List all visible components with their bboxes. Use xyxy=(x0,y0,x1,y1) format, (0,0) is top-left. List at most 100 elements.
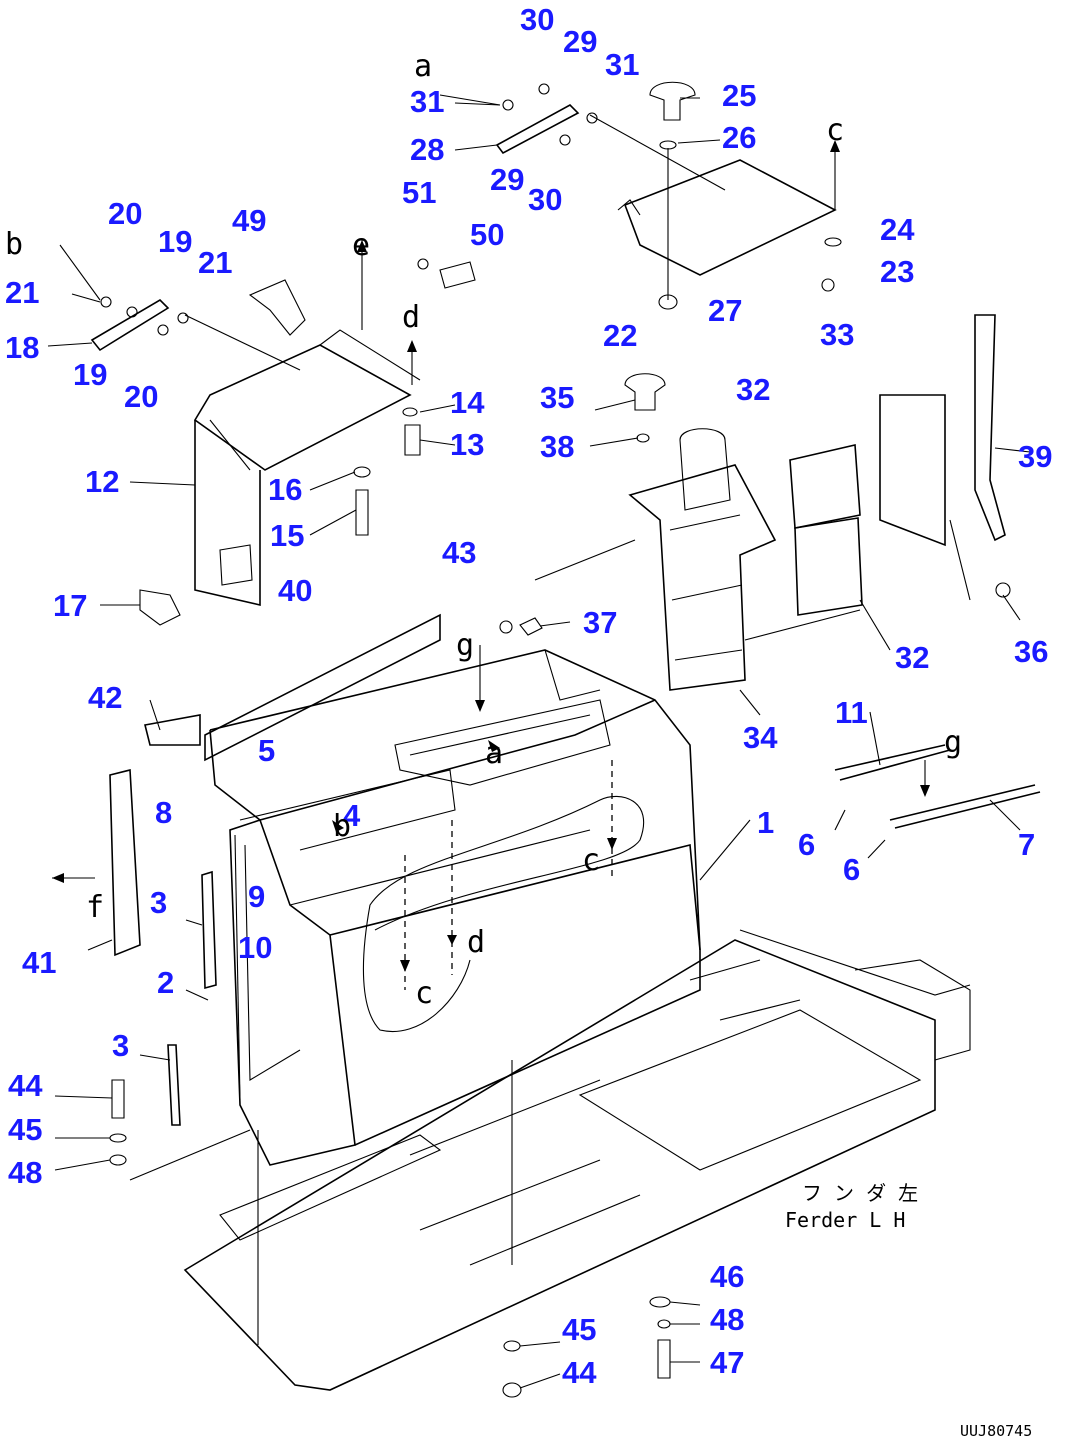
part-number: 51 xyxy=(402,175,436,210)
reference-letter: b xyxy=(333,809,351,844)
fasteners xyxy=(100,81,1011,1398)
part-number: 34 xyxy=(743,720,778,755)
part-number: 33 xyxy=(820,317,854,352)
labels: 30 29 31 25 31 26 28 29 30 51 50 20 19 2… xyxy=(5,2,1052,1440)
part-number: 3 xyxy=(112,1028,129,1063)
part-number: 29 xyxy=(563,24,597,59)
filter-32-lower xyxy=(794,517,863,616)
reference-letter: b xyxy=(5,227,23,262)
plate-11 xyxy=(834,744,951,781)
part-number: 16 xyxy=(268,472,302,507)
part-number: 48 xyxy=(8,1155,42,1190)
reference-letter: c xyxy=(415,976,433,1011)
part-number: 50 xyxy=(470,217,504,252)
part-number: 28 xyxy=(410,132,444,167)
part-number: 27 xyxy=(708,293,742,328)
line-art xyxy=(47,81,1041,1398)
part-number: 6 xyxy=(843,852,860,887)
part-number: 17 xyxy=(53,588,87,623)
reference-letter: a xyxy=(414,49,432,84)
part-number: 48 xyxy=(710,1302,744,1337)
base-frame xyxy=(183,929,971,1391)
cover-plate-22 xyxy=(623,159,837,276)
part-number: 26 xyxy=(722,120,756,155)
part-number: 6 xyxy=(798,827,815,862)
part-number: 5 xyxy=(258,733,275,768)
part-number: 29 xyxy=(490,162,524,197)
end-cap-42 xyxy=(144,714,201,746)
part-number: 46 xyxy=(710,1259,744,1294)
part-number: 44 xyxy=(562,1355,597,1390)
part-number: 22 xyxy=(603,318,637,353)
fender-note-japanese: フ ン ダ 左 xyxy=(802,1181,918,1205)
part-number: 10 xyxy=(238,930,272,965)
reference-letter: d xyxy=(402,300,420,335)
part-number: 7 xyxy=(1018,827,1035,862)
part-number: 11 xyxy=(835,695,868,730)
fender-note-english: Ferder L H xyxy=(785,1208,905,1232)
part-number: 1 xyxy=(757,805,774,840)
part-number: 19 xyxy=(73,357,107,392)
leader-lines xyxy=(47,97,1031,1389)
reference-letter: c xyxy=(826,113,844,148)
part-number: 30 xyxy=(528,182,562,217)
part-number: 44 xyxy=(8,1068,43,1103)
reference-letter: g xyxy=(456,628,474,663)
part-number: 32 xyxy=(736,372,770,407)
part-number: 3 xyxy=(150,885,167,920)
seal-39 xyxy=(974,314,1006,542)
arrowheads xyxy=(52,140,930,972)
seal-3-upper xyxy=(201,870,217,990)
reference-letter: a xyxy=(485,736,503,771)
part-number: 32 xyxy=(895,640,929,675)
part-number: 49 xyxy=(232,203,266,238)
cover-plate-hook xyxy=(617,199,641,216)
fender-housing xyxy=(209,649,701,1166)
part-number: 20 xyxy=(124,379,158,414)
part-number: 47 xyxy=(710,1345,744,1380)
part-number: 20 xyxy=(108,196,142,231)
strip-40 xyxy=(204,613,441,762)
part-number: 23 xyxy=(880,254,914,289)
part-number: 24 xyxy=(880,212,915,247)
part-number: 21 xyxy=(5,275,39,310)
filter-33 xyxy=(879,394,946,547)
part-number: 37 xyxy=(583,605,617,640)
part-number: 8 xyxy=(155,795,172,830)
part-number: 38 xyxy=(540,429,574,464)
part-number: 14 xyxy=(450,385,485,420)
part-number: 36 xyxy=(1014,634,1048,669)
part-number: 39 xyxy=(1018,439,1052,474)
part-number: 13 xyxy=(450,427,484,462)
part-number: 4 xyxy=(343,798,361,833)
drawing-code: UUJ80745 xyxy=(960,1422,1032,1440)
part-number: 12 xyxy=(85,464,119,499)
part-number: 42 xyxy=(88,680,122,715)
part-number: 31 xyxy=(605,47,639,82)
part-number: 30 xyxy=(520,2,554,37)
part-number: 21 xyxy=(198,245,232,280)
part-number: 45 xyxy=(562,1312,596,1347)
seal-3-lower xyxy=(167,1044,181,1126)
part-number: 15 xyxy=(270,518,304,553)
reference-letter: c xyxy=(582,843,600,878)
reference-letter: f xyxy=(86,890,104,925)
filter-32-upper xyxy=(789,444,861,529)
plate-7 xyxy=(889,784,1041,829)
plate-28 xyxy=(495,104,580,155)
part-number: 41 xyxy=(22,945,56,980)
part-number: 35 xyxy=(540,380,574,415)
screen-frame xyxy=(628,428,777,691)
part-number: 19 xyxy=(158,224,192,259)
reference-letter: g xyxy=(944,725,962,760)
part-number: 9 xyxy=(248,879,265,914)
cover-panel xyxy=(193,279,421,607)
reference-letter: d xyxy=(467,925,485,960)
seal-41 xyxy=(109,768,141,957)
part-number: 25 xyxy=(722,78,756,113)
part-number: 2 xyxy=(157,965,174,1000)
part-number: 45 xyxy=(8,1112,42,1147)
part-number: 40 xyxy=(278,573,312,608)
